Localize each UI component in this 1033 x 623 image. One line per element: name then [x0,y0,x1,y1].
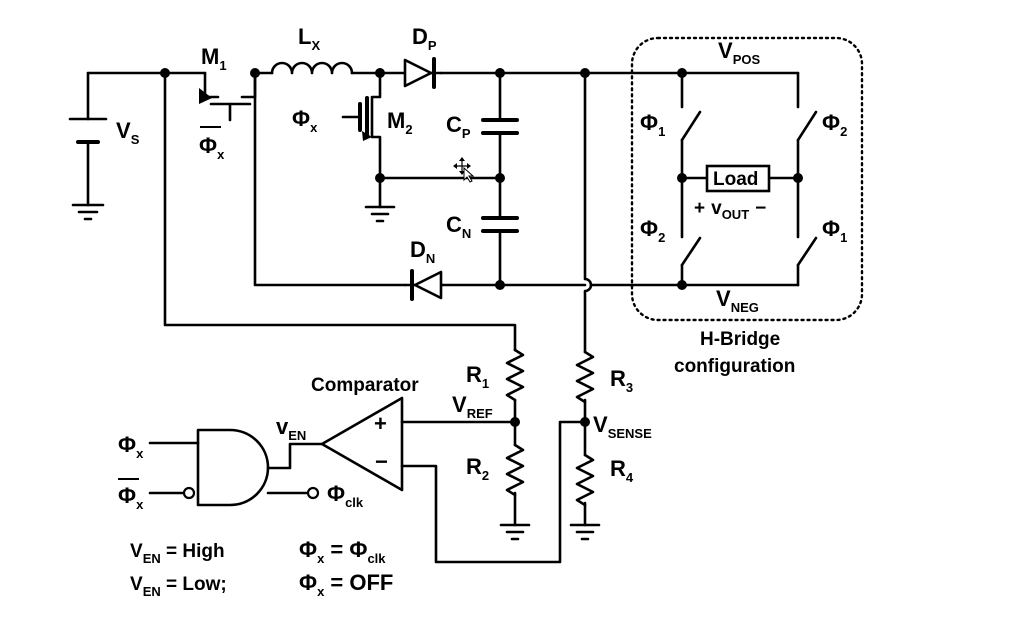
label-vsense: VSENSE [593,412,652,441]
diode-dp [403,57,443,89]
wires [86,71,800,564]
label-r1: R1 [466,362,489,391]
label-vpos: VPOS [718,38,760,67]
transistor-m1 [199,88,212,104]
switch-phi2-bottom-left [680,236,702,267]
ground-r4 [569,523,601,541]
label-phi2-top-right: Φ2 [822,110,847,139]
inductor-lx [270,61,354,75]
clock-input-terminal [306,486,320,500]
load-box [705,164,771,193]
label-vneg: VNEG [716,286,759,315]
label-phi1-bottom-right: Φ1 [822,216,847,245]
legend-row2-right: Φx = OFF [299,570,393,599]
ground-r2 [499,523,531,541]
label-r2: R2 [466,454,489,483]
label-m2: M2 [387,108,413,137]
legend-row1-left: VEN = High [130,541,225,566]
capacitor-cn [481,216,519,233]
label-gate-input-phix-bar: Φx [118,483,144,512]
label-hbridge-line2: configuration [674,356,795,377]
label-phi1-top-left: Φ1 [640,110,665,139]
label-cn: CN [446,212,471,241]
label-phi2-bottom-left: Φ2 [640,216,665,245]
ground-vs [71,203,105,221]
legend-row2-left: VEN = Low; [130,574,227,599]
legend: VEN = High Φx = Φclk VEN = Low; Φx = OFF [130,537,393,599]
switch-phi1-bottom-right [796,236,818,267]
comparator-triangle [320,396,404,492]
resistor-r3 [575,350,595,404]
label-gate-input-phix: Φx [118,432,144,461]
legend-row1-right: Φx = Φclk [299,537,386,566]
label-phix-m2: Φx [292,106,318,135]
switch-phi2-top-right [796,110,818,142]
battery-vs [68,117,108,144]
label-vout: +vOUT− [694,198,766,222]
label-comparator: Comparator [311,375,419,396]
label-r4: R4 [610,456,634,485]
label-load: Load [713,169,758,190]
label-vref: VREF [452,392,493,421]
inverter-bubble [182,486,196,500]
label-m1: M1 [201,44,227,73]
label-cp: CP [446,112,471,141]
label-comparator-minus: − [375,449,388,474]
label-dn: DN [410,237,435,266]
label-dp: DP [412,24,437,53]
resistor-r4 [575,453,595,507]
label-ven: vEN [276,414,306,443]
switch-phi1-top-left [680,110,702,142]
h-bridge-border [630,36,864,322]
move-cursor-icon [453,157,475,183]
ground-m2 [364,205,396,223]
and-gate [196,428,270,507]
resistor-r1 [505,348,525,402]
capacitor-cp [481,118,519,135]
label-comparator-plus: + [374,411,387,436]
label-lx: LX [298,24,320,53]
junction-dots [160,68,803,427]
label-hbridge-line1: H-Bridge [700,329,780,350]
resistor-r2 [505,443,525,497]
label-vs: VS [116,118,140,147]
label-phi-clk: Φclk [327,481,364,510]
label-phix-bar-m1: Φx [199,133,225,162]
transistor-m2 [358,96,372,141]
diode-dn [403,269,443,301]
label-r3: R3 [610,366,633,395]
